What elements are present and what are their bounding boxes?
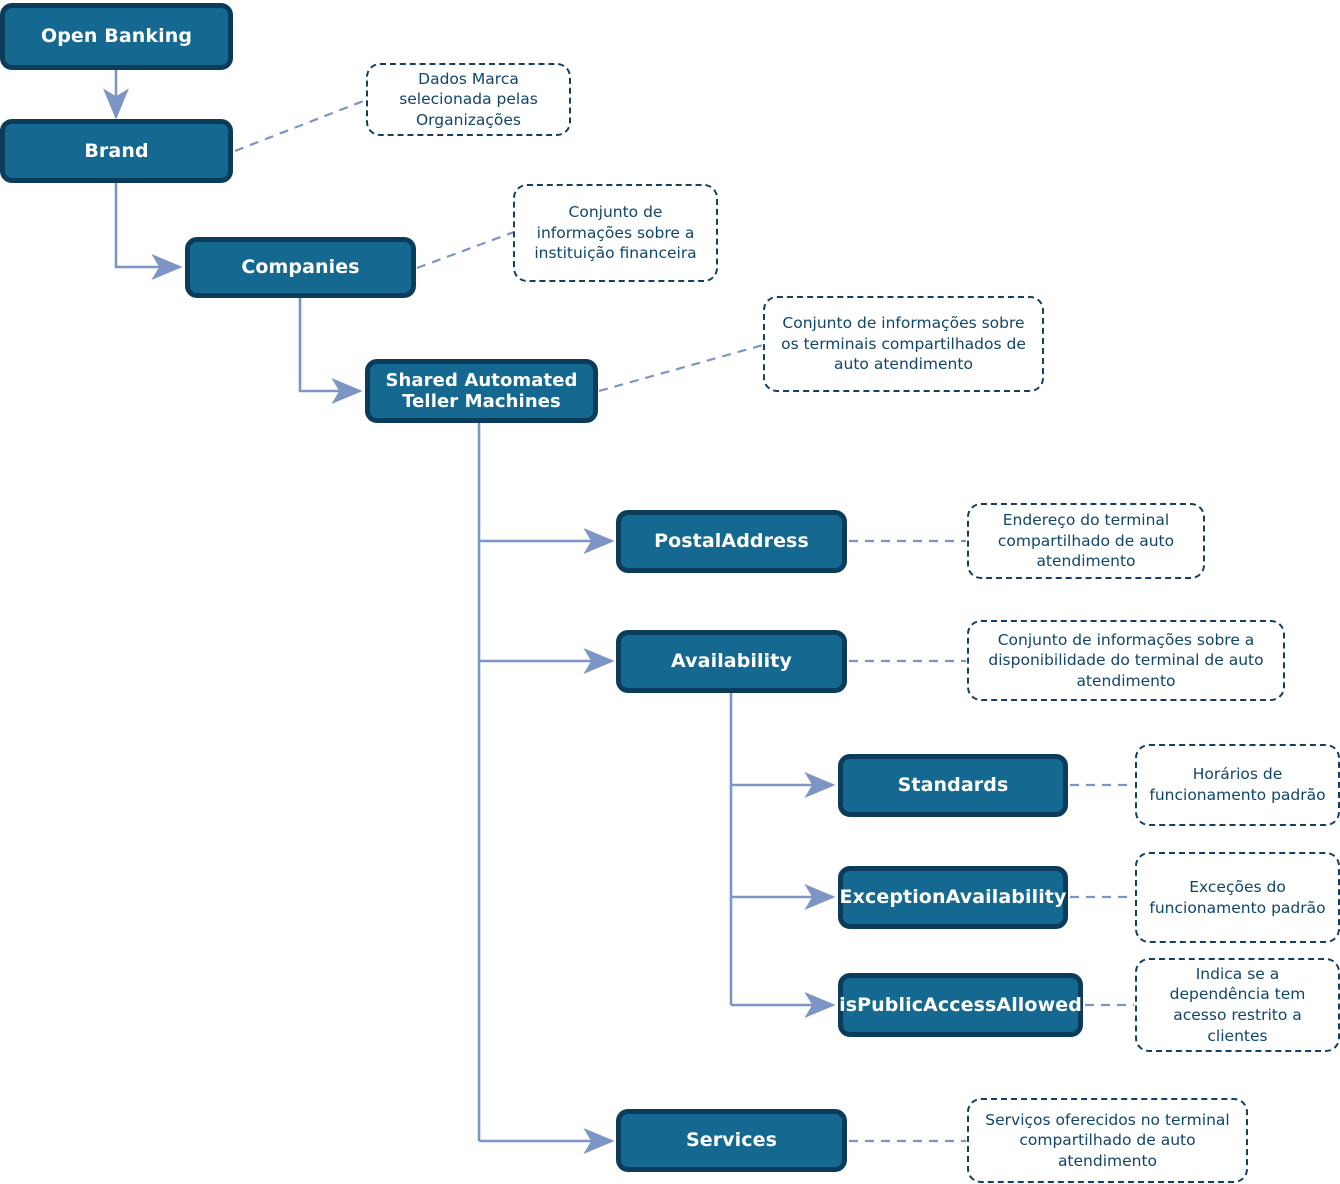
node-is-public-access-allowed[interactable]: isPublicAccessAllowed <box>838 973 1083 1037</box>
edge-brand-companies <box>114 182 183 280</box>
node-brand[interactable]: Brand <box>0 119 233 183</box>
note-postal-address: Endereço do terminal compartilhado de au… <box>967 503 1205 579</box>
node-companies[interactable]: Companies <box>185 237 416 298</box>
note-standards: Horários de funcionamento padrão <box>1135 744 1340 826</box>
note-is-public-access-allowed: Indica se a dependência tem acesso restr… <box>1135 958 1340 1052</box>
node-standards[interactable]: Standards <box>838 754 1068 817</box>
node-open-banking[interactable]: Open Banking <box>0 3 233 70</box>
note-brand-text: Dados Marca selecionada pelas Organizaçõ… <box>399 69 538 129</box>
node-services[interactable]: Services <box>616 1109 847 1172</box>
node-companies-label: Companies <box>241 256 360 279</box>
note-exception-availability-text: Exceções do funcionamento padrão <box>1149 877 1326 917</box>
node-availability[interactable]: Availability <box>616 630 847 693</box>
node-shared-atm-label: Shared Automated Teller Machines <box>385 369 578 412</box>
edge-brand-note <box>234 98 367 153</box>
note-shared-atm-text: Conjunto de informações sobre os termina… <box>781 314 1026 374</box>
note-availability: Conjunto de informações sobre a disponib… <box>967 620 1285 701</box>
note-services-text: Serviços oferecidos no terminal comparti… <box>985 1110 1230 1170</box>
node-shared-atm[interactable]: Shared Automated Teller Machines <box>365 359 598 423</box>
node-exception-availability-label: ExceptionAvailability <box>839 886 1067 909</box>
node-brand-label: Brand <box>84 139 149 162</box>
note-exception-availability: Exceções do funcionamento padrão <box>1135 852 1340 943</box>
node-postal-address[interactable]: PostalAddress <box>616 510 847 573</box>
edge-shared-atm-note <box>598 343 764 393</box>
note-postal-address-text: Endereço do terminal compartilhado de au… <box>997 511 1175 571</box>
note-companies: Conjunto de informações sobre a institui… <box>513 184 718 282</box>
note-standards-text: Horários de funcionamento padrão <box>1149 765 1326 804</box>
note-shared-atm: Conjunto de informações sobre os termina… <box>763 296 1044 392</box>
note-brand: Dados Marca selecionada pelas Organizaçõ… <box>366 63 571 136</box>
node-standards-label: Standards <box>897 774 1009 797</box>
node-is-public-access-allowed-label: isPublicAccessAllowed <box>839 993 1082 1016</box>
note-companies-text: Conjunto de informações sobre a institui… <box>534 203 697 263</box>
node-exception-availability[interactable]: ExceptionAvailability <box>838 866 1068 929</box>
node-postal-address-label: PostalAddress <box>654 530 809 553</box>
edge-companies-note <box>416 230 515 270</box>
note-is-public-access-allowed-text: Indica se a dependência tem acesso restr… <box>1169 964 1306 1045</box>
node-open-banking-label: Open Banking <box>40 25 193 48</box>
note-services: Serviços oferecidos no terminal comparti… <box>967 1098 1248 1183</box>
node-services-label: Services <box>685 1129 778 1152</box>
edge-companies-shared-atm <box>298 297 363 404</box>
note-availability-text: Conjunto de informações sobre a disponib… <box>988 630 1264 690</box>
node-availability-label: Availability <box>671 650 792 673</box>
